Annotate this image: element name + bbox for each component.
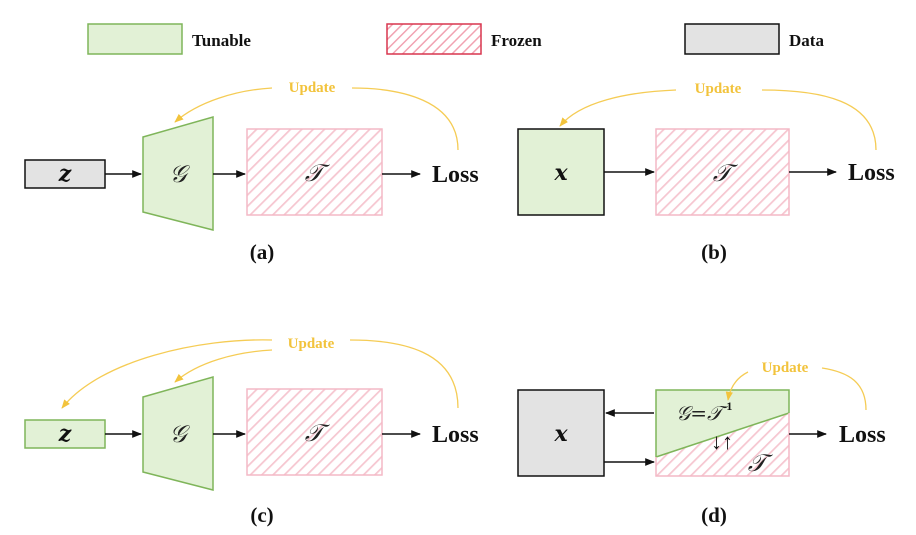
panel-d-g-symbol: 𝒢: [676, 401, 694, 425]
panel-d-update-arc-left: [725, 371, 749, 401]
panel-d-frozen-triangle: [656, 413, 789, 476]
panel-c-generator-trapezoid: [142, 376, 214, 491]
panel-b-caption: (b): [701, 240, 727, 264]
panel-d-update-arc-right: [821, 367, 867, 411]
panel-b-update-label: Update: [695, 81, 742, 97]
panel-a-g-symbol: 𝒢: [169, 160, 190, 188]
panel-b-loss-label: Loss: [848, 160, 895, 186]
panel-a-caption: (a): [250, 240, 275, 264]
legend-frozen-swatch: [386, 23, 482, 55]
panel-d: x 𝒢=𝒯-1 ↓↑ 𝒯 Loss Update (d): [517, 360, 886, 527]
panel-c: z 𝒢 𝒯 Loss Update (c): [24, 336, 479, 527]
legend-tunable-label: Tunable: [192, 31, 251, 50]
panel-a-update-arc-left: [174, 87, 273, 123]
legend-data-label: Data: [789, 31, 824, 50]
panel-d-caption: (d): [701, 503, 727, 527]
panel-a-generator-trapezoid: [142, 116, 214, 231]
panel-a-z-data-box: [24, 159, 106, 189]
panel-b-update-arc-right: [761, 89, 877, 151]
panel-a-loss-label: Loss: [432, 162, 479, 188]
panel-d-swap-arrows: ↓↑: [711, 429, 733, 454]
panel-d-x-data-box: [517, 389, 605, 477]
panel-d-frozen-outline: [655, 413, 790, 477]
panel-c-loss-label: Loss: [432, 422, 479, 448]
panel-c-update-arc-right: [349, 339, 459, 409]
panel-d-loss-label: Loss: [839, 422, 886, 448]
legend-data-swatch: [684, 23, 780, 55]
legend: Tunable Frozen Data: [87, 23, 824, 55]
panel-d-tunable-outline: [655, 389, 790, 457]
panel-a-update-arc-right: [351, 87, 459, 151]
panel-c-caption: (c): [250, 503, 273, 527]
panel-b-update-arc-left: [559, 89, 677, 127]
legend-frozen-label: Frozen: [491, 31, 542, 50]
panel-c-z-label: z: [58, 421, 72, 447]
panel-c-frozen-t-box: [246, 388, 383, 476]
panel-d-x-label: x: [553, 421, 568, 447]
panel-c-update-label: Update: [288, 336, 335, 352]
panel-b: x 𝒯 Loss Update (b): [517, 81, 895, 264]
panel-b-x-label: x: [553, 160, 568, 186]
panel-c-update-arc-inner: [174, 349, 273, 383]
legend-tunable-swatch: [87, 23, 183, 55]
panel-c-z-tunable-box: [24, 419, 106, 449]
panel-c-update-arc-outer: [61, 339, 273, 409]
panel-a-update-label: Update: [289, 80, 336, 96]
panel-d-update-label: Update: [762, 360, 809, 376]
panel-a-z-label: z: [58, 161, 72, 187]
panel-b-x-tunable-box: [517, 128, 605, 216]
panel-d-equals-sign: =: [690, 401, 707, 425]
panel-d-inverse-exponent: -1: [722, 399, 732, 413]
panel-a: z 𝒢 𝒯 Loss Update (a): [24, 80, 479, 264]
panel-d-diagonal-divider: [655, 412, 790, 458]
panel-d-tunable-triangle: [656, 390, 789, 457]
panel-a-frozen-t-box: [246, 128, 383, 216]
panel-c-g-symbol: 𝒢: [169, 420, 190, 448]
